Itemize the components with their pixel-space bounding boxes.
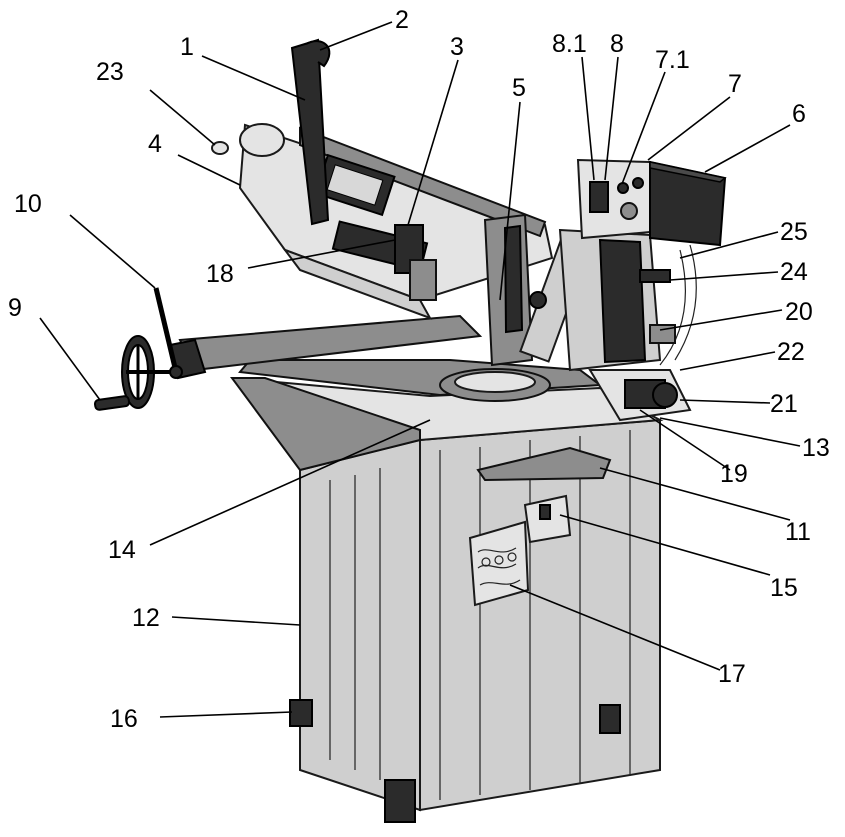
callout-19: 19	[720, 460, 748, 488]
leader-2	[319, 21, 393, 51]
switch-plate	[523, 494, 572, 544]
gearbox	[558, 228, 692, 422]
callout-1: 1	[180, 33, 194, 61]
leader-17	[509, 584, 721, 671]
leader-21	[679, 399, 771, 404]
label-plate	[468, 520, 530, 607]
callout-10: 10	[14, 190, 42, 218]
leader-14	[149, 419, 431, 546]
switch-8-1	[589, 181, 609, 213]
leader-16	[159, 711, 293, 718]
control-panel	[576, 158, 651, 240]
indicator-7-1	[617, 182, 629, 194]
leader-15	[559, 514, 771, 576]
leader-25	[679, 231, 779, 259]
vise-bar	[168, 314, 483, 380]
hydraulic-column	[483, 213, 591, 367]
base-table	[238, 359, 603, 402]
leader-12	[171, 616, 301, 626]
callout-12: 12	[132, 604, 160, 632]
leader-lines	[39, 21, 801, 718]
callout-8: 8	[610, 30, 624, 58]
leader-8	[604, 56, 619, 181]
leader-4	[177, 154, 241, 186]
callout-13: 13	[802, 434, 830, 462]
callout-20: 20	[785, 298, 813, 326]
callout-7: 7	[728, 70, 742, 98]
leader-7-1	[621, 71, 666, 185]
knob-23	[211, 141, 229, 155]
callout-6: 6	[792, 100, 806, 128]
callout-17: 17	[718, 660, 746, 688]
leader-11	[599, 467, 791, 521]
callout-7-1: 7.1	[655, 46, 690, 74]
callout-21: 21	[770, 390, 798, 418]
callout-18: 18	[206, 260, 234, 288]
callout-23: 23	[96, 58, 124, 86]
leader-10	[69, 214, 156, 289]
callout-8-1: 8.1	[552, 30, 587, 58]
callout-numbers: 1 2 3 4 5 6 7 7.1 8 8.1 9 10 11 12 13 14…	[8, 6, 830, 733]
handwheel	[93, 335, 180, 411]
vise-lever	[153, 287, 183, 379]
motor-housing	[649, 160, 727, 247]
leader-7	[647, 96, 731, 161]
coolant-hoses	[639, 244, 697, 366]
callout-25: 25	[780, 218, 808, 246]
callout-9: 9	[8, 294, 22, 322]
leader-3	[407, 59, 459, 226]
leader-13	[659, 417, 801, 447]
callout-2: 2	[395, 6, 409, 34]
leader-20	[659, 309, 783, 331]
machine-illustration	[93, 38, 727, 823]
leader-8-1	[581, 56, 595, 181]
callout-11: 11	[785, 518, 811, 546]
callout-14: 14	[108, 536, 136, 564]
leader-23	[149, 89, 216, 146]
leader-5	[499, 101, 521, 301]
cabinet-foot-left	[289, 699, 313, 727]
callout-15: 15	[770, 574, 798, 602]
cabinet-stand	[230, 377, 664, 823]
leader-19	[639, 409, 731, 471]
leader-18	[247, 239, 396, 269]
callout-4: 4	[148, 130, 162, 158]
cabinet-foot-front	[384, 779, 416, 823]
callout-3: 3	[450, 33, 464, 61]
arm-handle	[290, 38, 331, 226]
callout-22: 22	[777, 338, 805, 366]
callout-16: 16	[110, 705, 138, 733]
callout-5: 5	[512, 74, 526, 102]
leader-1	[201, 55, 306, 101]
knob-7	[620, 202, 638, 220]
leader-24	[669, 271, 779, 281]
leader-6	[704, 124, 791, 173]
cabinet-foot-right	[599, 704, 621, 734]
callout-24: 24	[780, 258, 808, 286]
leader-9	[39, 317, 101, 401]
leader-22	[679, 351, 776, 371]
blade-guide	[331, 220, 437, 301]
